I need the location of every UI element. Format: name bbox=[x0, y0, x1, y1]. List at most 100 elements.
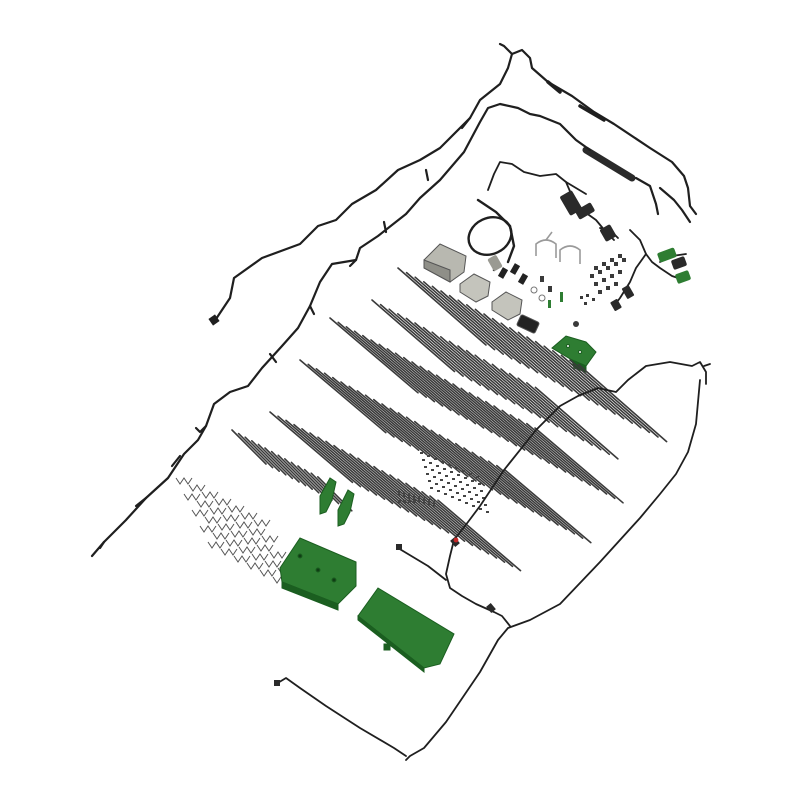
fastener bbox=[435, 483, 438, 485]
fastener bbox=[451, 496, 454, 498]
rod bbox=[365, 461, 450, 534]
lower-harness-connectors bbox=[274, 537, 496, 686]
short-rod bbox=[283, 457, 320, 494]
rod bbox=[474, 354, 559, 428]
rod bbox=[389, 407, 477, 482]
clip bbox=[222, 514, 240, 522]
fastener bbox=[477, 501, 480, 503]
fastener bbox=[436, 465, 439, 467]
rod bbox=[353, 330, 444, 407]
rod bbox=[482, 358, 568, 433]
clip bbox=[188, 484, 206, 492]
fastener bbox=[462, 470, 465, 472]
rod bbox=[331, 376, 420, 452]
fastener bbox=[448, 464, 451, 466]
clip bbox=[253, 519, 271, 527]
fastener bbox=[443, 468, 446, 470]
rod bbox=[411, 361, 501, 438]
rod bbox=[471, 451, 559, 526]
u-bolts bbox=[535, 231, 581, 264]
rod bbox=[349, 453, 434, 526]
rod bbox=[341, 448, 426, 522]
fastener bbox=[480, 490, 483, 492]
fastener bbox=[457, 474, 460, 476]
rod bbox=[381, 469, 466, 543]
clip bbox=[214, 498, 232, 506]
rod bbox=[465, 349, 550, 423]
fastener bbox=[438, 472, 441, 474]
rod bbox=[508, 372, 593, 446]
short-rod bbox=[270, 450, 307, 487]
rod bbox=[323, 372, 412, 447]
hardware-center bbox=[398, 452, 489, 513]
rod bbox=[491, 363, 576, 437]
rod bbox=[429, 495, 514, 568]
rod bbox=[427, 369, 518, 447]
rod bbox=[317, 436, 402, 509]
rod bbox=[465, 303, 556, 383]
rod bbox=[413, 486, 498, 559]
rod bbox=[440, 290, 530, 369]
rod bbox=[388, 308, 473, 382]
rod bbox=[394, 352, 485, 429]
short-rod bbox=[290, 461, 327, 498]
rod bbox=[299, 359, 387, 434]
rod bbox=[422, 326, 507, 400]
rod bbox=[397, 478, 482, 551]
clip bbox=[217, 523, 235, 531]
clip bbox=[209, 507, 227, 515]
fastener bbox=[473, 487, 476, 489]
clip bbox=[201, 491, 219, 499]
small-connectors bbox=[497, 263, 529, 285]
fastener bbox=[471, 480, 474, 482]
rod bbox=[333, 444, 418, 517]
fastener bbox=[444, 493, 447, 495]
rod bbox=[437, 499, 522, 572]
coil-connector bbox=[487, 255, 503, 271]
main-wire-harness-inner bbox=[90, 102, 592, 558]
clip bbox=[246, 562, 264, 570]
rod bbox=[361, 334, 452, 412]
rod bbox=[419, 365, 510, 443]
fastener bbox=[433, 476, 436, 478]
fastener bbox=[420, 452, 423, 454]
rod bbox=[325, 440, 410, 513]
rod bbox=[493, 405, 583, 482]
main-wire-harness-outer bbox=[212, 42, 698, 324]
fastener bbox=[472, 505, 475, 507]
rod bbox=[293, 423, 378, 496]
rod bbox=[340, 381, 428, 456]
fastener bbox=[466, 484, 469, 486]
rod bbox=[405, 271, 496, 351]
short-rod bbox=[257, 443, 294, 480]
clip-set bbox=[175, 477, 303, 591]
rods-set bbox=[231, 267, 668, 572]
bolt bbox=[418, 496, 420, 502]
rod bbox=[356, 389, 445, 465]
nut bbox=[398, 500, 401, 503]
clip bbox=[191, 509, 209, 517]
nut bbox=[413, 500, 416, 503]
rod bbox=[525, 381, 611, 456]
fastener bbox=[459, 481, 462, 483]
clip bbox=[225, 539, 243, 547]
rod bbox=[534, 427, 624, 504]
rod bbox=[534, 340, 625, 420]
fastener bbox=[429, 462, 432, 464]
fastener bbox=[456, 492, 459, 494]
rod bbox=[371, 299, 456, 373]
bolt bbox=[403, 491, 405, 498]
fastener bbox=[455, 467, 458, 469]
rod bbox=[468, 391, 559, 469]
bolt bbox=[423, 497, 425, 504]
rod bbox=[414, 322, 499, 396]
short-rod bbox=[251, 439, 287, 476]
connector-harness-cluster bbox=[487, 161, 687, 307]
fastener bbox=[431, 469, 434, 471]
rod bbox=[534, 386, 619, 460]
rod bbox=[463, 447, 551, 522]
fastener bbox=[434, 458, 437, 460]
clip bbox=[269, 551, 287, 559]
rod bbox=[364, 394, 453, 469]
fastener bbox=[450, 471, 453, 473]
